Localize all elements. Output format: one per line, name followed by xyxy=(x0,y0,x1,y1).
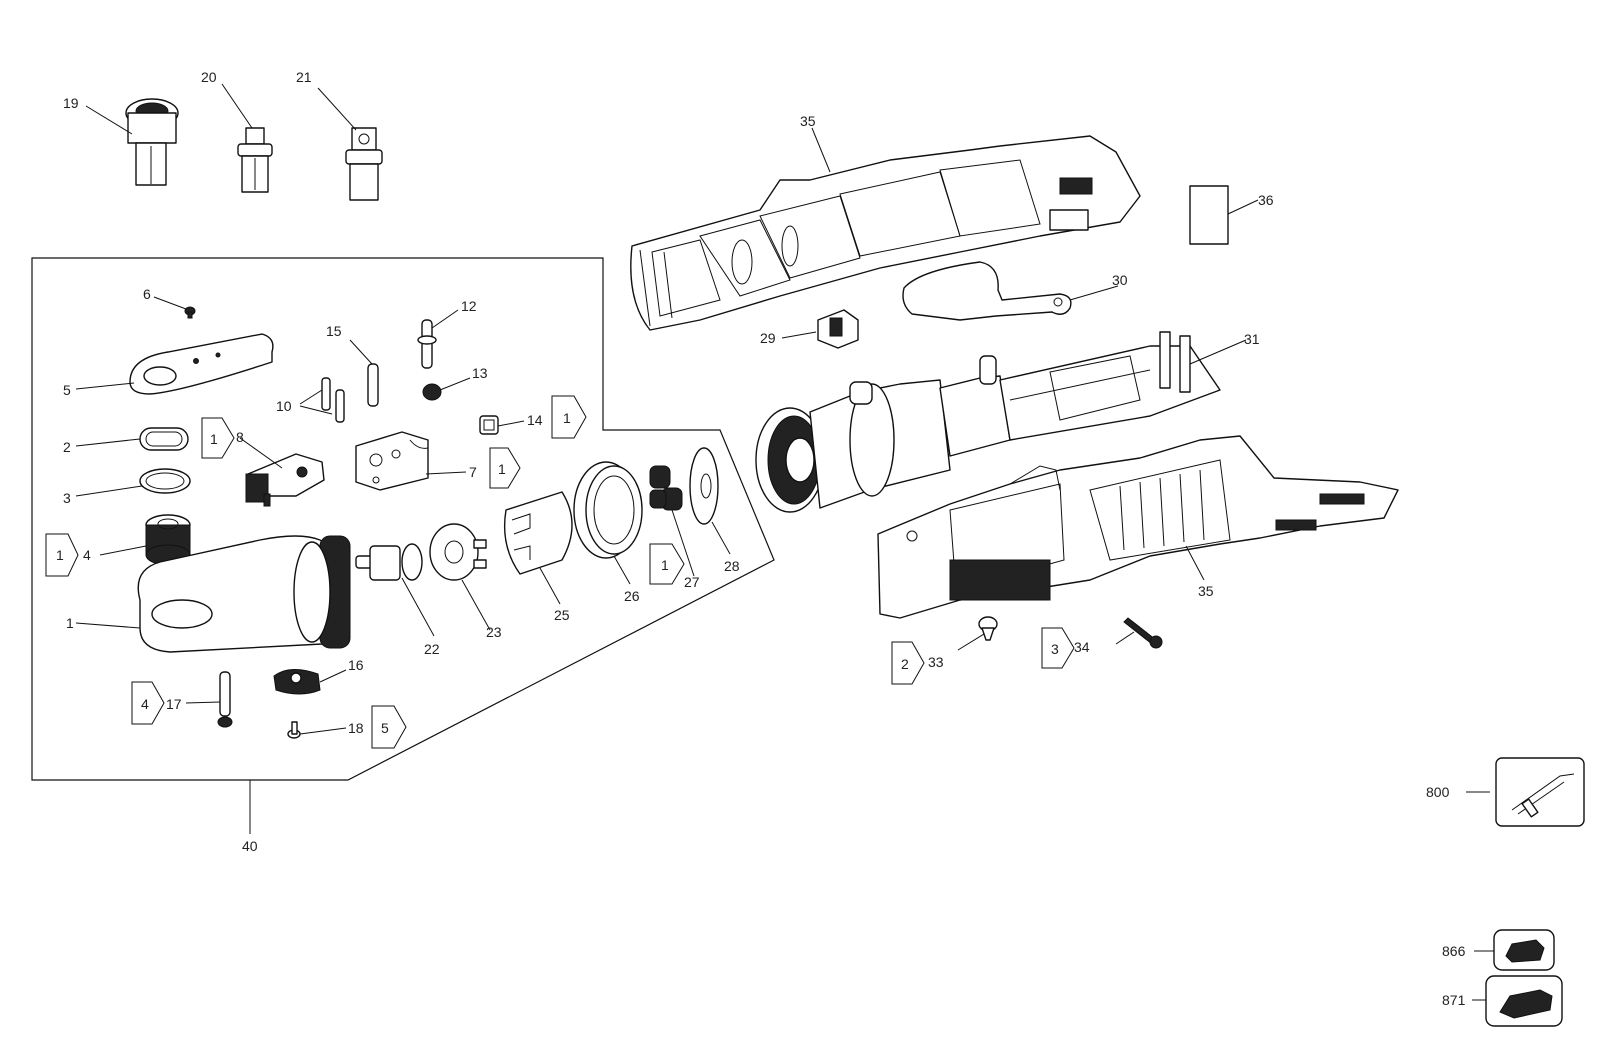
part-28-washer xyxy=(689,447,719,525)
svg-text:1: 1 xyxy=(563,410,571,426)
svg-text:4: 4 xyxy=(141,696,149,712)
part-30-trigger xyxy=(902,261,1072,321)
assembly-40-outline xyxy=(31,257,775,781)
callout-20: 20 xyxy=(201,69,217,85)
part-6-screw xyxy=(184,306,196,319)
qty-tag-8: 1 xyxy=(201,417,235,459)
part-35-upper-housing xyxy=(630,135,1141,331)
svg-text:2: 2 xyxy=(901,656,909,672)
svg-text:1: 1 xyxy=(498,461,506,477)
callout-33: 33 xyxy=(928,654,944,670)
qty-tag-33: 2 xyxy=(891,641,925,685)
part-33-screw xyxy=(978,616,998,641)
callout-2: 2 xyxy=(63,439,71,455)
part-34-screw xyxy=(1123,617,1163,649)
svg-text:1: 1 xyxy=(661,557,669,573)
callout-28: 28 xyxy=(724,558,740,574)
part-13-spring xyxy=(422,383,442,401)
part-17-screw xyxy=(217,671,233,728)
part-27-planet-gears xyxy=(649,465,683,511)
qty-tag-27: 1 xyxy=(649,543,685,585)
qty-tag-4: 1 xyxy=(45,533,79,577)
part-8-pawl xyxy=(245,453,325,507)
callout-13: 13 xyxy=(472,365,488,381)
accessory-866-battery xyxy=(1493,929,1555,971)
callout-18: 18 xyxy=(348,720,364,736)
callout-3: 3 xyxy=(63,490,71,506)
callout-15: 15 xyxy=(326,323,342,339)
svg-text:1: 1 xyxy=(56,547,64,563)
callout-17: 17 xyxy=(166,696,182,712)
part-10-pins xyxy=(321,377,345,423)
callout-1: 1 xyxy=(66,615,74,631)
qty-tag-18: 5 xyxy=(371,705,407,749)
callout-14: 14 xyxy=(527,412,543,428)
part-26-ring-nut xyxy=(573,461,643,559)
callout-35-upper: 35 xyxy=(800,113,816,129)
part-3-ring xyxy=(139,468,191,494)
callout-27: 27 xyxy=(684,574,700,590)
callout-40: 40 xyxy=(242,838,258,854)
part-25-sleeve xyxy=(503,491,573,575)
callout-26: 26 xyxy=(624,588,640,604)
svg-text:5: 5 xyxy=(381,720,389,736)
callout-31: 31 xyxy=(1244,331,1260,347)
callout-5: 5 xyxy=(63,382,71,398)
qty-tag-34: 3 xyxy=(1041,627,1075,669)
callout-4: 4 xyxy=(83,547,91,563)
callout-871: 871 xyxy=(1442,992,1466,1008)
callout-866: 866 xyxy=(1442,943,1466,959)
callout-19: 19 xyxy=(63,95,79,111)
qty-tag-17: 4 xyxy=(131,681,165,725)
accessory-800-tool xyxy=(1495,757,1585,827)
callout-36: 36 xyxy=(1258,192,1274,208)
callout-8: 8 xyxy=(236,429,244,445)
part-2-oval-seal xyxy=(139,427,189,451)
callout-25: 25 xyxy=(554,607,570,623)
part-35-lower-housing xyxy=(877,435,1399,619)
svg-text:3: 3 xyxy=(1051,641,1059,657)
callout-16: 16 xyxy=(348,657,364,673)
part-5-cover-plate xyxy=(129,333,274,395)
part-22-shaft xyxy=(355,543,423,581)
part-31-motor-assembly xyxy=(755,331,1221,513)
part-18-screw xyxy=(287,721,301,739)
part-1-ratchet-head xyxy=(137,535,351,653)
part-23-carrier xyxy=(429,523,487,581)
callout-12: 12 xyxy=(461,298,477,314)
part-20-adapter xyxy=(237,127,273,193)
part-15-pin xyxy=(367,363,379,407)
callout-22: 22 xyxy=(424,641,440,657)
qty-tag-7: 1 xyxy=(489,447,521,489)
svg-text:1: 1 xyxy=(210,431,218,447)
accessory-871-charger xyxy=(1485,975,1563,1027)
part-21-adapter xyxy=(345,127,383,201)
part-19-quick-release-chuck xyxy=(125,98,179,186)
callout-7: 7 xyxy=(469,464,477,480)
callout-6: 6 xyxy=(143,286,151,302)
callout-34: 34 xyxy=(1074,639,1090,655)
callout-29: 29 xyxy=(760,330,776,346)
part-12-pin xyxy=(417,319,437,369)
callout-35-lower: 35 xyxy=(1198,583,1214,599)
part-16-clip xyxy=(273,669,321,695)
part-29-switch xyxy=(817,309,859,349)
part-14-detent xyxy=(479,415,499,435)
part-7-yoke xyxy=(355,431,429,491)
callout-10: 10 xyxy=(276,398,292,414)
qty-tag-14: 1 xyxy=(551,395,587,439)
callout-800: 800 xyxy=(1426,784,1450,800)
part-36-label xyxy=(1189,185,1229,245)
callout-23: 23 xyxy=(486,624,502,640)
callout-21: 21 xyxy=(296,69,312,85)
callout-30: 30 xyxy=(1112,272,1128,288)
